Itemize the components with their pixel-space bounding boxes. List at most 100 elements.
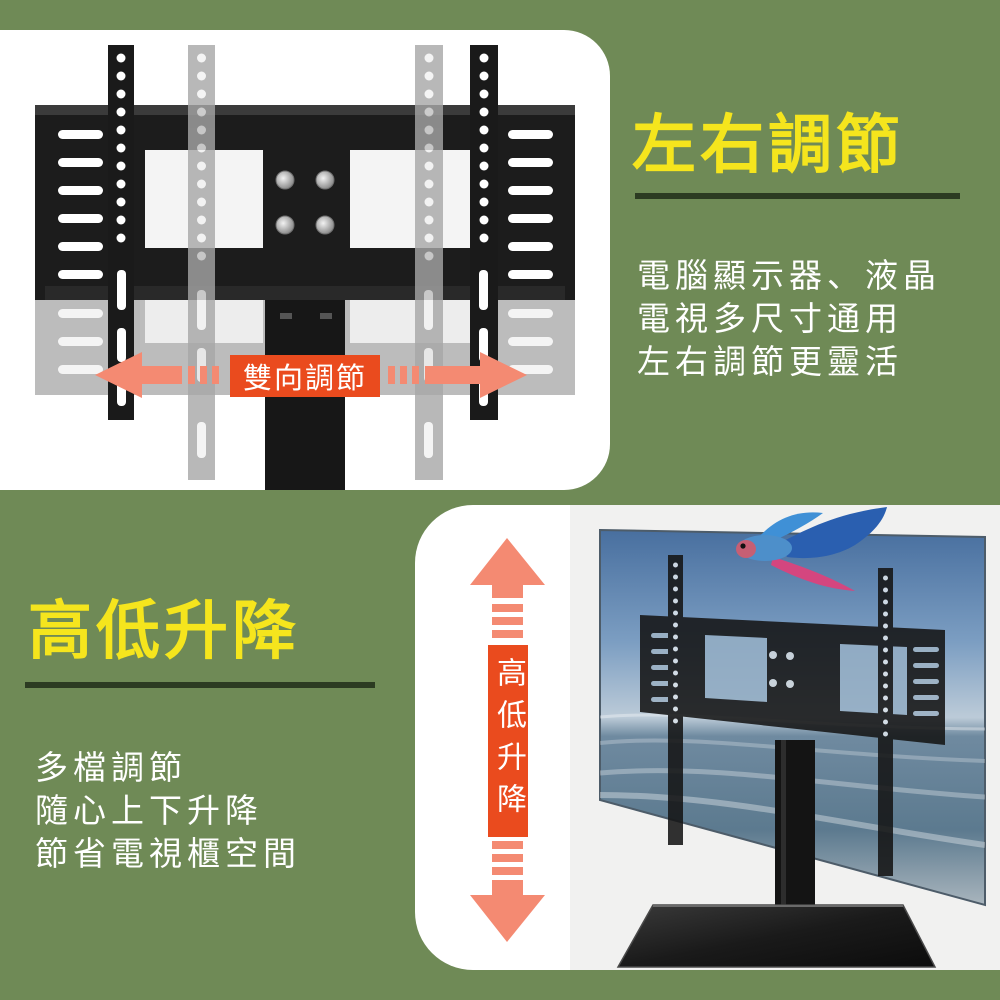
strap-hole [479,71,489,81]
strap-hole [424,89,434,99]
strap-hole [673,586,678,592]
arrow-dash [492,841,523,849]
arrow-dash [492,630,523,638]
strap-hole [479,179,489,189]
stand [616,740,937,968]
plate-slot [58,309,103,318]
arrow-head-bottom [470,895,545,942]
description-line: 電視多尺寸通用 [637,299,903,338]
strap-hole [116,233,126,243]
plate-slot [508,130,553,139]
stand-column-highlight [781,740,786,955]
strap-hole [479,233,489,243]
arrow-dash [492,867,523,875]
overlay-bolt [786,652,794,660]
strap-hole [479,215,489,225]
strap-hole [673,598,678,604]
mount-plate-window-right [350,150,470,248]
strap-hole [479,197,489,207]
strap-hole [197,197,206,207]
strap-hole [883,671,888,677]
stand-column-slot [280,313,292,319]
ghost-strap-left [188,45,215,480]
strap-hole [479,143,489,153]
strap-hole [673,574,678,580]
strap-hole [116,89,126,99]
arrow-dash [212,366,219,384]
strap-hole [883,635,888,641]
mount-plate-slots-right [508,130,553,279]
horizontal-adjust-photo-card: 雙向調節 [0,30,610,490]
strap-hole [883,623,888,629]
arrow-shaft-bottom [492,880,523,896]
strap-hole [116,71,126,81]
strap-hole [673,682,678,688]
plate-slot [508,242,553,251]
strap-hole [883,707,888,713]
horizontal-adjust-description: 電腦顯示器、液晶 電視多尺寸通用 左右調節更靈活 [637,254,941,383]
plate-slot [58,130,103,139]
strap-hole [673,658,678,664]
strap-hole [116,53,126,63]
strap-hole [116,143,126,153]
arrow-dash [492,617,523,625]
plate-slot [58,270,103,279]
strap-hole [883,683,888,689]
stand-column-slot [320,313,332,319]
ghost-strap-holes [197,53,206,261]
height-adjust-badge: 高低升降 [488,645,528,837]
overlay-bolt [769,651,777,659]
strap-hole [197,53,206,63]
strap-hole [673,718,678,724]
arrow-dash [412,366,419,384]
fish-eye [740,543,746,549]
strap-slot [479,270,488,310]
ghost-strap-body [415,45,443,480]
plate-slot [508,270,553,279]
strap-hole [883,587,888,593]
strap-hole [116,197,126,207]
strap-hole [197,125,206,135]
strap-hole [673,646,678,652]
strap-hole [424,161,434,171]
description-line: 電腦顯示器、液晶 [637,256,941,295]
strap-hole [116,107,126,117]
strap-hole [673,622,678,628]
strap-hole [424,53,434,63]
strap-hole [424,125,434,135]
tv-on-stand-illustration [470,505,1000,970]
strap-hole [673,562,678,568]
strap-hole [197,233,206,243]
plate-slot [58,158,103,167]
strap-hole [883,719,888,725]
plate-slot [913,679,939,684]
arrow-head-left [95,352,142,398]
stand-base [616,904,937,968]
tv-mount-bracket-overlay [640,555,945,876]
ghost-strap-slot [197,290,206,330]
strap-hole [197,143,206,153]
mount-strap-right [470,45,498,420]
overlay-bolt [786,680,794,688]
mount-bolt [275,215,295,235]
overlay-strap-left [668,555,683,845]
plate-slot [58,242,103,251]
arrow-shaft-left [141,366,182,384]
ghost-strap-right [415,45,443,480]
plate-slot [508,214,553,223]
strap-hole [424,251,434,261]
plate-slot [58,365,103,374]
strap-hole [424,107,434,117]
strap-hole [883,575,888,581]
mount-plate-top-edge [35,105,575,115]
ghost-strap-slot [197,422,206,458]
arrow-dash [400,366,407,384]
description-line: 隨心上下升降 [35,791,263,830]
plate-slot [508,158,553,167]
strap-hole [197,71,206,81]
height-adjust-divider [25,682,375,688]
wave-line [600,738,985,763]
overlay-strap-holes [883,575,888,737]
plate-slot [913,663,939,668]
description-line: 多檔調節 [35,748,187,787]
